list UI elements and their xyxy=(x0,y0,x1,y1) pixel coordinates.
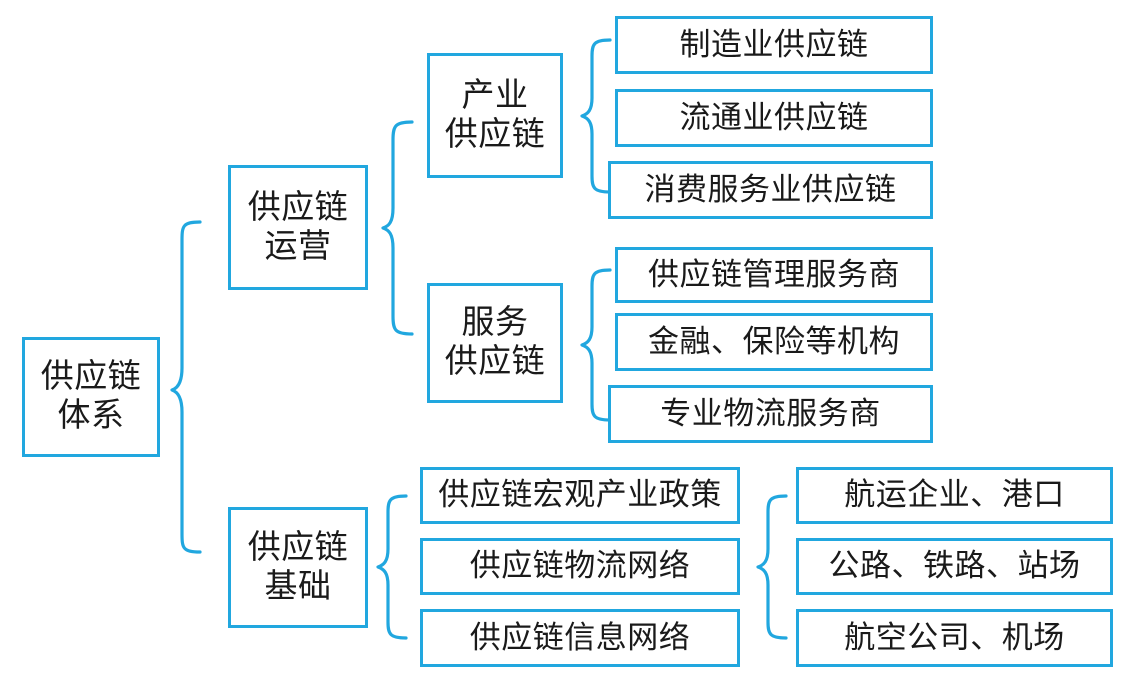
node-service-supply-chain[interactable]: 服务 供应链 xyxy=(427,283,563,403)
node-information-network[interactable]: 供应链信息网络 xyxy=(420,609,740,667)
node-consumer-service-supply-chain[interactable]: 消费服务业供应链 xyxy=(608,161,933,219)
brace-service xyxy=(580,268,612,422)
brace-root xyxy=(170,220,202,554)
node-shipping-enterprises-ports[interactable]: 航运企业、港口 xyxy=(796,467,1113,524)
node-supply-chain-operations[interactable]: 供应链 运营 xyxy=(228,165,368,290)
node-supply-chain-foundation[interactable]: 供应链 基础 xyxy=(228,507,368,628)
node-macro-industrial-policy[interactable]: 供应链宏观产业政策 xyxy=(420,467,740,524)
brace-logistics-network xyxy=(756,494,788,640)
node-logistics-network[interactable]: 供应链物流网络 xyxy=(420,538,740,595)
node-distribution-supply-chain[interactable]: 流通业供应链 xyxy=(615,89,933,147)
node-supply-chain-management-provider[interactable]: 供应链管理服务商 xyxy=(615,247,933,303)
brace-foundation xyxy=(376,494,408,640)
brace-industry xyxy=(580,38,612,194)
node-highway-railway-stations[interactable]: 公路、铁路、站场 xyxy=(796,538,1113,595)
brace-operations xyxy=(381,120,414,336)
node-airlines-airports[interactable]: 航空公司、机场 xyxy=(796,609,1113,667)
node-industry-supply-chain[interactable]: 产业 供应链 xyxy=(427,53,563,178)
node-professional-logistics-provider[interactable]: 专业物流服务商 xyxy=(608,385,933,443)
node-finance-insurance-institutions[interactable]: 金融、保险等机构 xyxy=(615,313,933,371)
node-root-supply-chain-system[interactable]: 供应链 体系 xyxy=(22,337,160,457)
node-manufacturing-supply-chain[interactable]: 制造业供应链 xyxy=(615,16,933,74)
